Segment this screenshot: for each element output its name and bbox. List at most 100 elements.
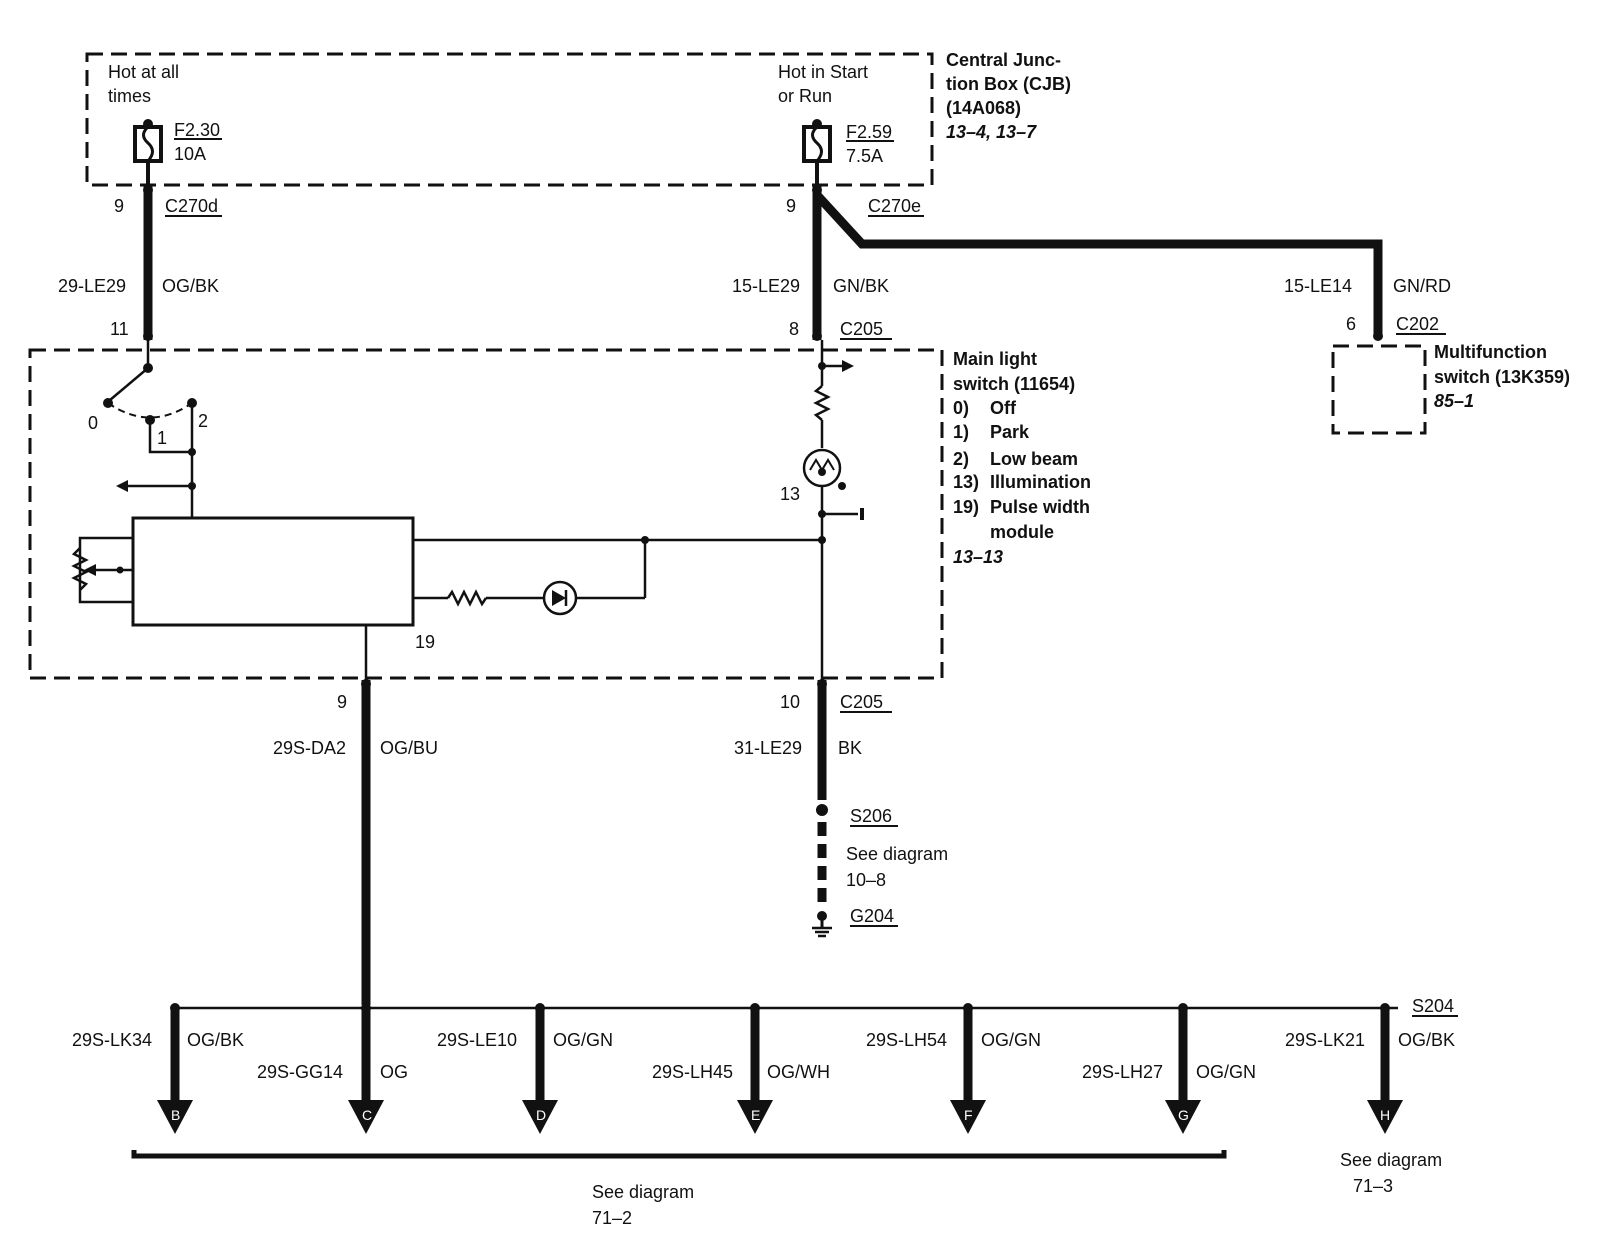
branch-arrow-icon — [950, 1100, 986, 1134]
central-junction-box: Hot at all times Hot in Start or Run F2.… — [85, 50, 1071, 187]
branch-e: E 29S-LH45 OG/WH — [652, 1003, 830, 1134]
fuse-right-rating: 7.5A — [846, 146, 883, 166]
branch-letter: E — [751, 1107, 760, 1123]
ground-symbol-icon — [812, 911, 832, 938]
c202-label: C202 — [1396, 314, 1439, 334]
wire2-circuit: 15-LE29 — [732, 276, 800, 296]
switch-pos-2: 2 — [198, 411, 208, 431]
branch-arrow-icon — [737, 1100, 773, 1134]
wire5-color: BK — [838, 738, 862, 758]
branch-circuit: 29S-LK21 — [1285, 1030, 1365, 1050]
branch-h: H 29S-LK21 OG/BK — [1285, 1003, 1455, 1134]
c205-top-label: C205 — [840, 319, 883, 339]
cjb-left-feed-line2: times — [108, 86, 151, 106]
multifunction-switch: Multifunction switch (13K359) 85–1 — [1331, 342, 1570, 435]
fuse-f2-59-icon — [802, 119, 832, 185]
pos-text: Illumination — [990, 472, 1091, 492]
resistor-icon — [446, 589, 488, 607]
pos-text: Low beam — [990, 449, 1078, 469]
wire3-circuit: 15-LE14 — [1284, 276, 1352, 296]
c205-bottom-left-pin: 9 — [337, 692, 347, 712]
c205-bottom-label: C205 — [840, 692, 883, 712]
branch-color: OG/GN — [553, 1030, 613, 1050]
lower-wires: 9 10 C205 29S-DA2 OG/BU 31-LE29 BK S206 … — [273, 679, 948, 1005]
c270d-label: C270d — [165, 196, 218, 216]
pulse-width-module-block — [131, 516, 415, 627]
fuse-left-rating: 10A — [174, 144, 206, 164]
ground-see-line1: See diagram — [846, 844, 948, 864]
branch-arrow-icon — [157, 1100, 193, 1134]
wire5-circuit: 31-LE29 — [734, 738, 802, 758]
main-switch-ref: 13–13 — [953, 547, 1003, 567]
branch-letter: G — [1178, 1107, 1189, 1123]
cjb-right-feed-line2: or Run — [778, 86, 832, 106]
module-pin-19: 19 — [415, 632, 435, 652]
splice-s206-dot — [816, 804, 828, 816]
fuse-right-id: F2.59 — [846, 122, 892, 142]
illumination-resistor-icon — [813, 385, 831, 421]
see-left-line2: 71–2 — [592, 1208, 632, 1228]
branch-circuit: 29S-LH27 — [1082, 1062, 1163, 1082]
branch-f: F 29S-LH54 OG/GN — [866, 1003, 1041, 1134]
branch-color: OG/BK — [187, 1030, 244, 1050]
see-right-line2: 71–3 — [1353, 1176, 1393, 1196]
upper-wires: 9 C270d 9 C270e 29-LE29 OG/BK 15-LE29 GN… — [58, 185, 1451, 341]
cjb-label-line3: (14A068) — [946, 98, 1021, 118]
branch-letter: F — [964, 1107, 973, 1123]
cjb-right-feed-line1: Hot in Start — [778, 62, 868, 82]
switch-pos-0: 0 — [88, 413, 98, 433]
fuse-left-id: F2.30 — [174, 120, 220, 140]
c270e-label: C270e — [868, 196, 921, 216]
wire3-color: GN/RD — [1393, 276, 1451, 296]
main-switch-label-line2: switch (11654) — [953, 374, 1075, 394]
pos-text: Off — [990, 398, 1017, 418]
c205-bottom-right-pin: 10 — [780, 692, 800, 712]
branch-g: G 29S-LH27 OG/GN — [1082, 1003, 1256, 1134]
pos-num: 2) — [953, 449, 969, 469]
main-switch-label-line1: Main light — [953, 349, 1037, 369]
branch-color: OG/GN — [981, 1030, 1041, 1050]
wire1-color: OG/BK — [162, 276, 219, 296]
branch-b: B 29S-LK34 OG/BK — [72, 1003, 244, 1134]
branch-color: OG/WH — [767, 1062, 830, 1082]
ground-g204: G204 — [850, 906, 894, 926]
illumination-pin-13: 13 — [780, 484, 800, 504]
branch-color: OG/GN — [1196, 1062, 1256, 1082]
ground-see-line2: 10–8 — [846, 870, 886, 890]
c270d-pin: 9 — [114, 196, 124, 216]
branch-circuit: 29S-GG14 — [257, 1062, 343, 1082]
wire4-color: OG/BU — [380, 738, 438, 758]
multifunction-ref: 85–1 — [1434, 391, 1474, 411]
branch-circuit: 29S-LH54 — [866, 1030, 947, 1050]
see-left-line1: See diagram — [592, 1182, 694, 1202]
fuse-f2-30-icon — [133, 119, 163, 185]
branch-letter: D — [536, 1107, 546, 1123]
wire1-circuit: 29-LE29 — [58, 276, 126, 296]
switch-pos-1: 1 — [157, 428, 167, 448]
multifunction-label-line1: Multifunction — [1434, 342, 1547, 362]
see-right-line1: See diagram — [1340, 1150, 1442, 1170]
branch-circuit: 29S-LH45 — [652, 1062, 733, 1082]
pos-num: 19) — [953, 497, 979, 517]
dimmer-rheostat-icon — [71, 547, 89, 591]
pos-num: 13) — [953, 472, 979, 492]
cjb-outline — [85, 52, 934, 187]
branch-color: OG — [380, 1062, 408, 1082]
c205-top-left-pin: 11 — [110, 319, 129, 339]
branch-arrow-icon — [348, 1100, 384, 1134]
bracket-71-2 — [131, 1150, 1227, 1159]
branch-d: D 29S-LE10 OG/GN — [437, 1003, 613, 1134]
branch-arrow-icon — [522, 1100, 558, 1134]
wire-15-le14 — [813, 191, 1383, 335]
c205-top-right-pin: 8 — [789, 319, 799, 339]
cjb-label-line2: tion Box (CJB) — [946, 74, 1071, 94]
pos-text: module — [990, 522, 1054, 542]
cjb-left-feed-line1: Hot at all — [108, 62, 179, 82]
main-light-switch: 0 1 2 19 — [28, 340, 1091, 682]
branch-circuit: 29S-LE10 — [437, 1030, 517, 1050]
wire2-color: GN/BK — [833, 276, 889, 296]
multifunction-outline — [1331, 344, 1427, 435]
branch-arrow-icon — [1165, 1100, 1201, 1134]
splice-s204: S204 — [1412, 996, 1454, 1016]
